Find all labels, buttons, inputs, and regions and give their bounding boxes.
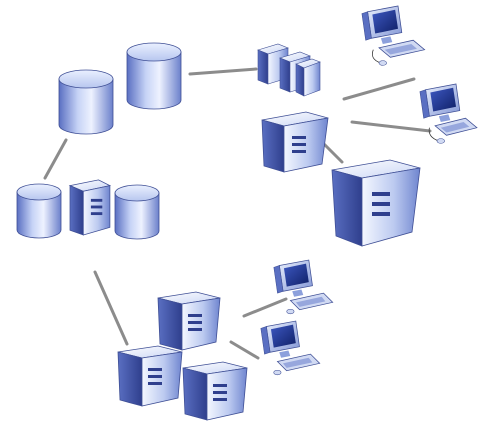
database-icon — [58, 69, 114, 135]
server-tower-icon — [117, 345, 183, 407]
server-tower-icon — [68, 179, 112, 236]
connector-lines — [43, 67, 432, 360]
connector-db-to-rack — [188, 67, 258, 76]
database-icon — [126, 42, 182, 110]
connector-server-to-large-server — [321, 141, 344, 164]
workstation-icon — [260, 320, 321, 376]
devices — [16, 5, 478, 421]
workstation-icon — [361, 5, 426, 66]
server-rack-stack — [257, 43, 321, 97]
server-tower-icon — [261, 111, 329, 173]
workstation-icon — [273, 259, 334, 315]
workstation-icon — [419, 83, 478, 144]
connector-cluster-to-bottom-server — [93, 270, 129, 346]
database-pair — [58, 42, 182, 135]
connector-server-to-workstation-right — [350, 120, 432, 133]
connector-server-to-workstation-top — [342, 77, 416, 101]
server-tower-icon — [182, 361, 248, 421]
database-icon — [16, 183, 62, 239]
database-server-database — [16, 179, 160, 240]
connector-bottom-server-to-workstation-2 — [229, 340, 260, 360]
database-icon — [114, 184, 160, 240]
connector-db-to-cluster — [43, 138, 68, 180]
connector-bottom-server-to-workstation-1 — [242, 297, 288, 318]
server-tower-icon — [157, 291, 221, 351]
server-tower-icon — [331, 159, 421, 247]
server-unit-icon — [295, 58, 321, 97]
